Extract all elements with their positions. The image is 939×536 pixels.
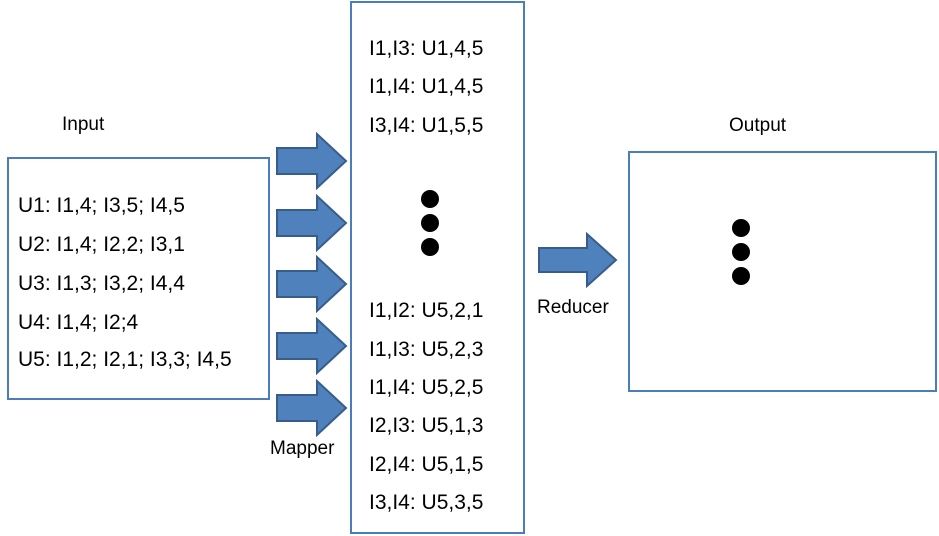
ellipsis-dot [421,238,439,256]
mapper-arrow-4 [276,316,348,376]
mapper-pair: I1,I2: U5,2,1 [369,299,484,322]
ellipsis-dot [421,190,439,208]
input-record: U4: I1,4; I2;4 [18,311,139,334]
output-label: Output [729,115,787,136]
mapper-pair: I1,I3: U1,4,5 [369,37,484,60]
mapper-arrow-2 [276,193,348,253]
mapper-pair: I1,I4: U5,2,5 [369,376,484,399]
mapper-pair: I3,I4: U5,3,5 [369,491,484,514]
mapper-pair: I2,I4: U5,1,5 [369,453,484,476]
input-record: U5: I1,2; I2,1; I3,3; I4,5 [18,348,232,371]
mapper-pair: I2,I3: U5,1,3 [369,414,484,437]
mapper-arrow-5 [276,378,348,438]
ellipsis-dot [732,219,750,237]
reducer-arrow [538,231,618,289]
input-record: U1: I1,4; I3,5; I4,5 [18,194,185,217]
mapper-arrow-3 [276,254,348,314]
mapper-pair: I1,I3: U5,2,3 [369,338,484,361]
ellipsis-dot [421,214,439,232]
reducer-label: Reducer [537,297,609,318]
input-record: U3: I1,3; I3,2; I4,4 [18,272,185,295]
mapper-label: Mapper [270,438,335,459]
input-label: Input [62,114,105,135]
mapper-pair: I1,I4: U1,4,5 [369,75,484,98]
output-box [628,151,937,392]
ellipsis-dot [732,243,750,261]
mapper-arrow-1 [276,131,348,191]
ellipsis-dot [732,267,750,285]
input-record: U2: I1,4; I2,2; I3,1 [18,233,185,256]
input-box: U1: I1,4; I3,5; I4,5 U2: I1,4; I2,2; I3,… [7,157,270,400]
mapper-pair: I3,I4: U1,5,5 [369,114,484,137]
mapper-output-box: I1,I3: U1,4,5 I1,I4: U1,4,5 I3,I4: U1,5,… [350,1,525,534]
